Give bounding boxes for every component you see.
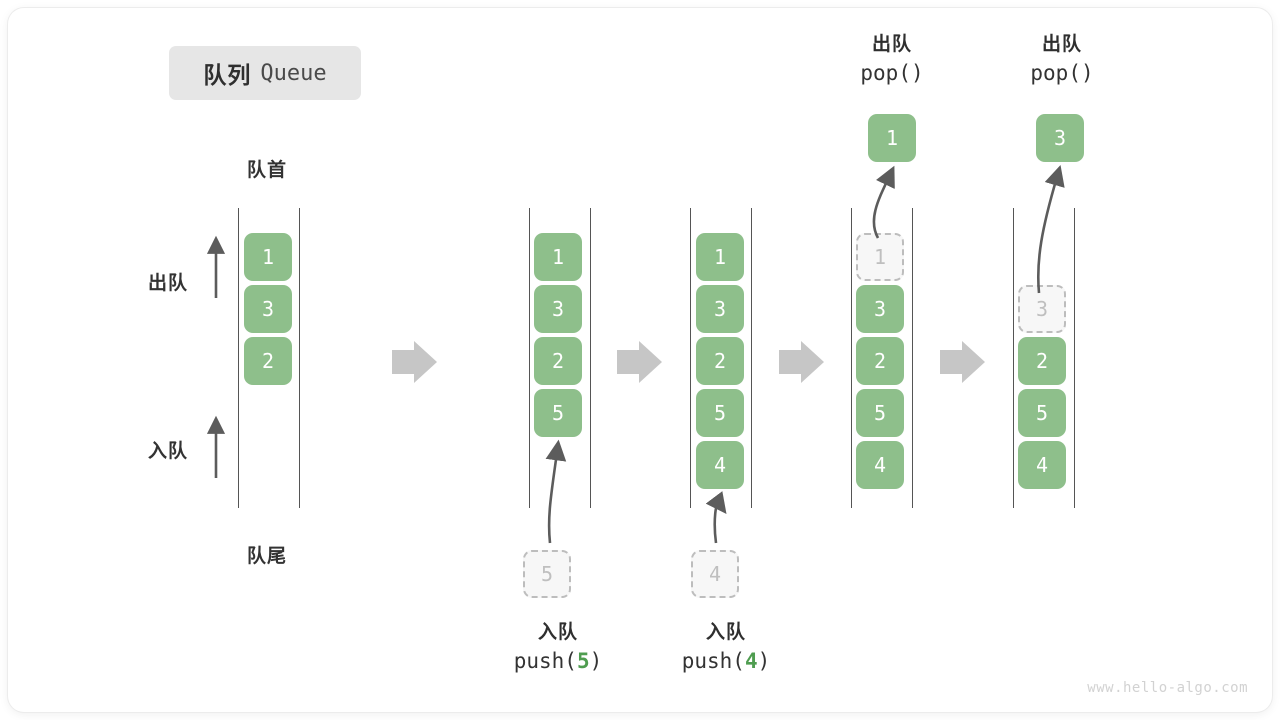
queue-rail-right-5: [1074, 208, 1075, 508]
incoming-ghost-cell: 5: [523, 550, 571, 598]
queue-rail-right-4: [912, 208, 913, 508]
pop-label-1: 出队 pop(): [812, 32, 972, 89]
push-label-code: push(5): [478, 647, 638, 677]
queue-rail-right-2: [590, 208, 591, 508]
queue-cell: 2: [856, 337, 904, 385]
queue-cell-popping: 3: [1018, 285, 1066, 333]
enqueue-note: 入队: [148, 441, 189, 462]
watermark: www.hello-algo.com: [1087, 680, 1248, 696]
queue-cell-popping: 1: [856, 233, 904, 281]
push-label-chinese: 入队: [537, 622, 578, 643]
pop-label-code: pop(): [1030, 60, 1094, 85]
push-label-2: 入队 push(4): [646, 620, 806, 677]
pop-label-chinese: 出队: [1041, 34, 1082, 55]
push-code-suffix: ): [589, 648, 603, 673]
front-label: 队首: [246, 160, 287, 181]
queue-cell: 3: [696, 285, 744, 333]
queue-cell-pushed: 5: [534, 389, 582, 437]
popped-cell: 3: [1036, 114, 1084, 162]
queue-cell: 2: [696, 337, 744, 385]
push-code-prefix: push(: [513, 648, 577, 673]
push-code-value: 5: [576, 648, 590, 673]
queue-cell: 5: [856, 389, 904, 437]
queue-cell: 3: [856, 285, 904, 333]
incoming-ghost-cell: 4: [691, 550, 739, 598]
pop-label-2: 出队 pop(): [982, 32, 1142, 89]
queue-rail-left-1: [238, 208, 239, 508]
queue-cell: 1: [244, 233, 292, 281]
queue-cell: 2: [244, 337, 292, 385]
queue-cell: 4: [856, 441, 904, 489]
pop-label-code: pop(): [860, 60, 924, 85]
push-code-prefix: push(: [681, 648, 745, 673]
pop-label-chinese: 出队: [871, 34, 912, 55]
queue-rail-left-2: [529, 208, 530, 508]
diagram-card: [8, 8, 1272, 712]
push-label-1: 入队 push(5): [478, 620, 638, 677]
push-label-chinese: 入队: [705, 622, 746, 643]
queue-cell: 1: [534, 233, 582, 281]
rear-label: 队尾: [246, 546, 287, 567]
queue-cell: 3: [534, 285, 582, 333]
queue-cell: 4: [1018, 441, 1066, 489]
push-code-suffix: ): [757, 648, 771, 673]
title-english: Queue: [260, 60, 327, 86]
dequeue-note: 出队: [148, 273, 189, 294]
push-code-value: 4: [744, 648, 758, 673]
queue-cell: 2: [1018, 337, 1066, 385]
queue-cell: 1: [696, 233, 744, 281]
queue-cell-pushed: 4: [696, 441, 744, 489]
queue-rail-left-5: [1013, 208, 1014, 508]
popped-cell: 1: [868, 114, 916, 162]
queue-rail-right-3: [751, 208, 752, 508]
queue-cell: 3: [244, 285, 292, 333]
push-label-code: push(4): [646, 647, 806, 677]
queue-cell: 5: [696, 389, 744, 437]
title-chinese: 队列: [203, 62, 252, 88]
queue-cell: 2: [534, 337, 582, 385]
title-badge: 队列 Queue: [169, 46, 361, 100]
queue-cell: 5: [1018, 389, 1066, 437]
queue-rail-left-3: [690, 208, 691, 508]
queue-rail-right-1: [299, 208, 300, 508]
queue-rail-left-4: [851, 208, 852, 508]
